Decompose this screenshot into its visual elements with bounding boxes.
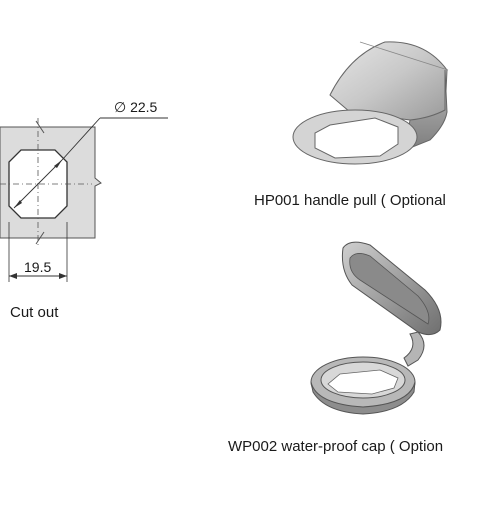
cap-lid-inner — [349, 253, 430, 325]
diameter-leader — [61, 117, 101, 161]
diameter-arrow-end — [54, 160, 62, 168]
width-arrow-right — [59, 273, 67, 279]
width-arrow-left — [9, 273, 17, 279]
handle-opening — [314, 117, 399, 159]
diameter-arrow-start — [14, 200, 22, 208]
handle-hood — [329, 41, 448, 121]
diameter-line — [13, 159, 63, 209]
cap-hinge — [403, 331, 425, 367]
handle-rim-line — [359, 41, 449, 71]
cutout-diameter-label: ∅ 22.5 — [114, 99, 158, 115]
cutout-width-label: 19.5 — [24, 259, 52, 275]
cap-base-side — [310, 381, 416, 415]
handle-pull-caption: HP001 handle pull ( Optional — [254, 192, 446, 209]
waterproof-cap-caption: WP002 water-proof cap ( Option — [228, 438, 444, 455]
cap-opening — [327, 369, 399, 395]
waterproof-cap-illustration — [310, 241, 442, 415]
cutout-caption: Cut out — [10, 304, 59, 321]
handle-pull-illustration — [292, 41, 449, 165]
cutout-drawing — [0, 117, 168, 282]
